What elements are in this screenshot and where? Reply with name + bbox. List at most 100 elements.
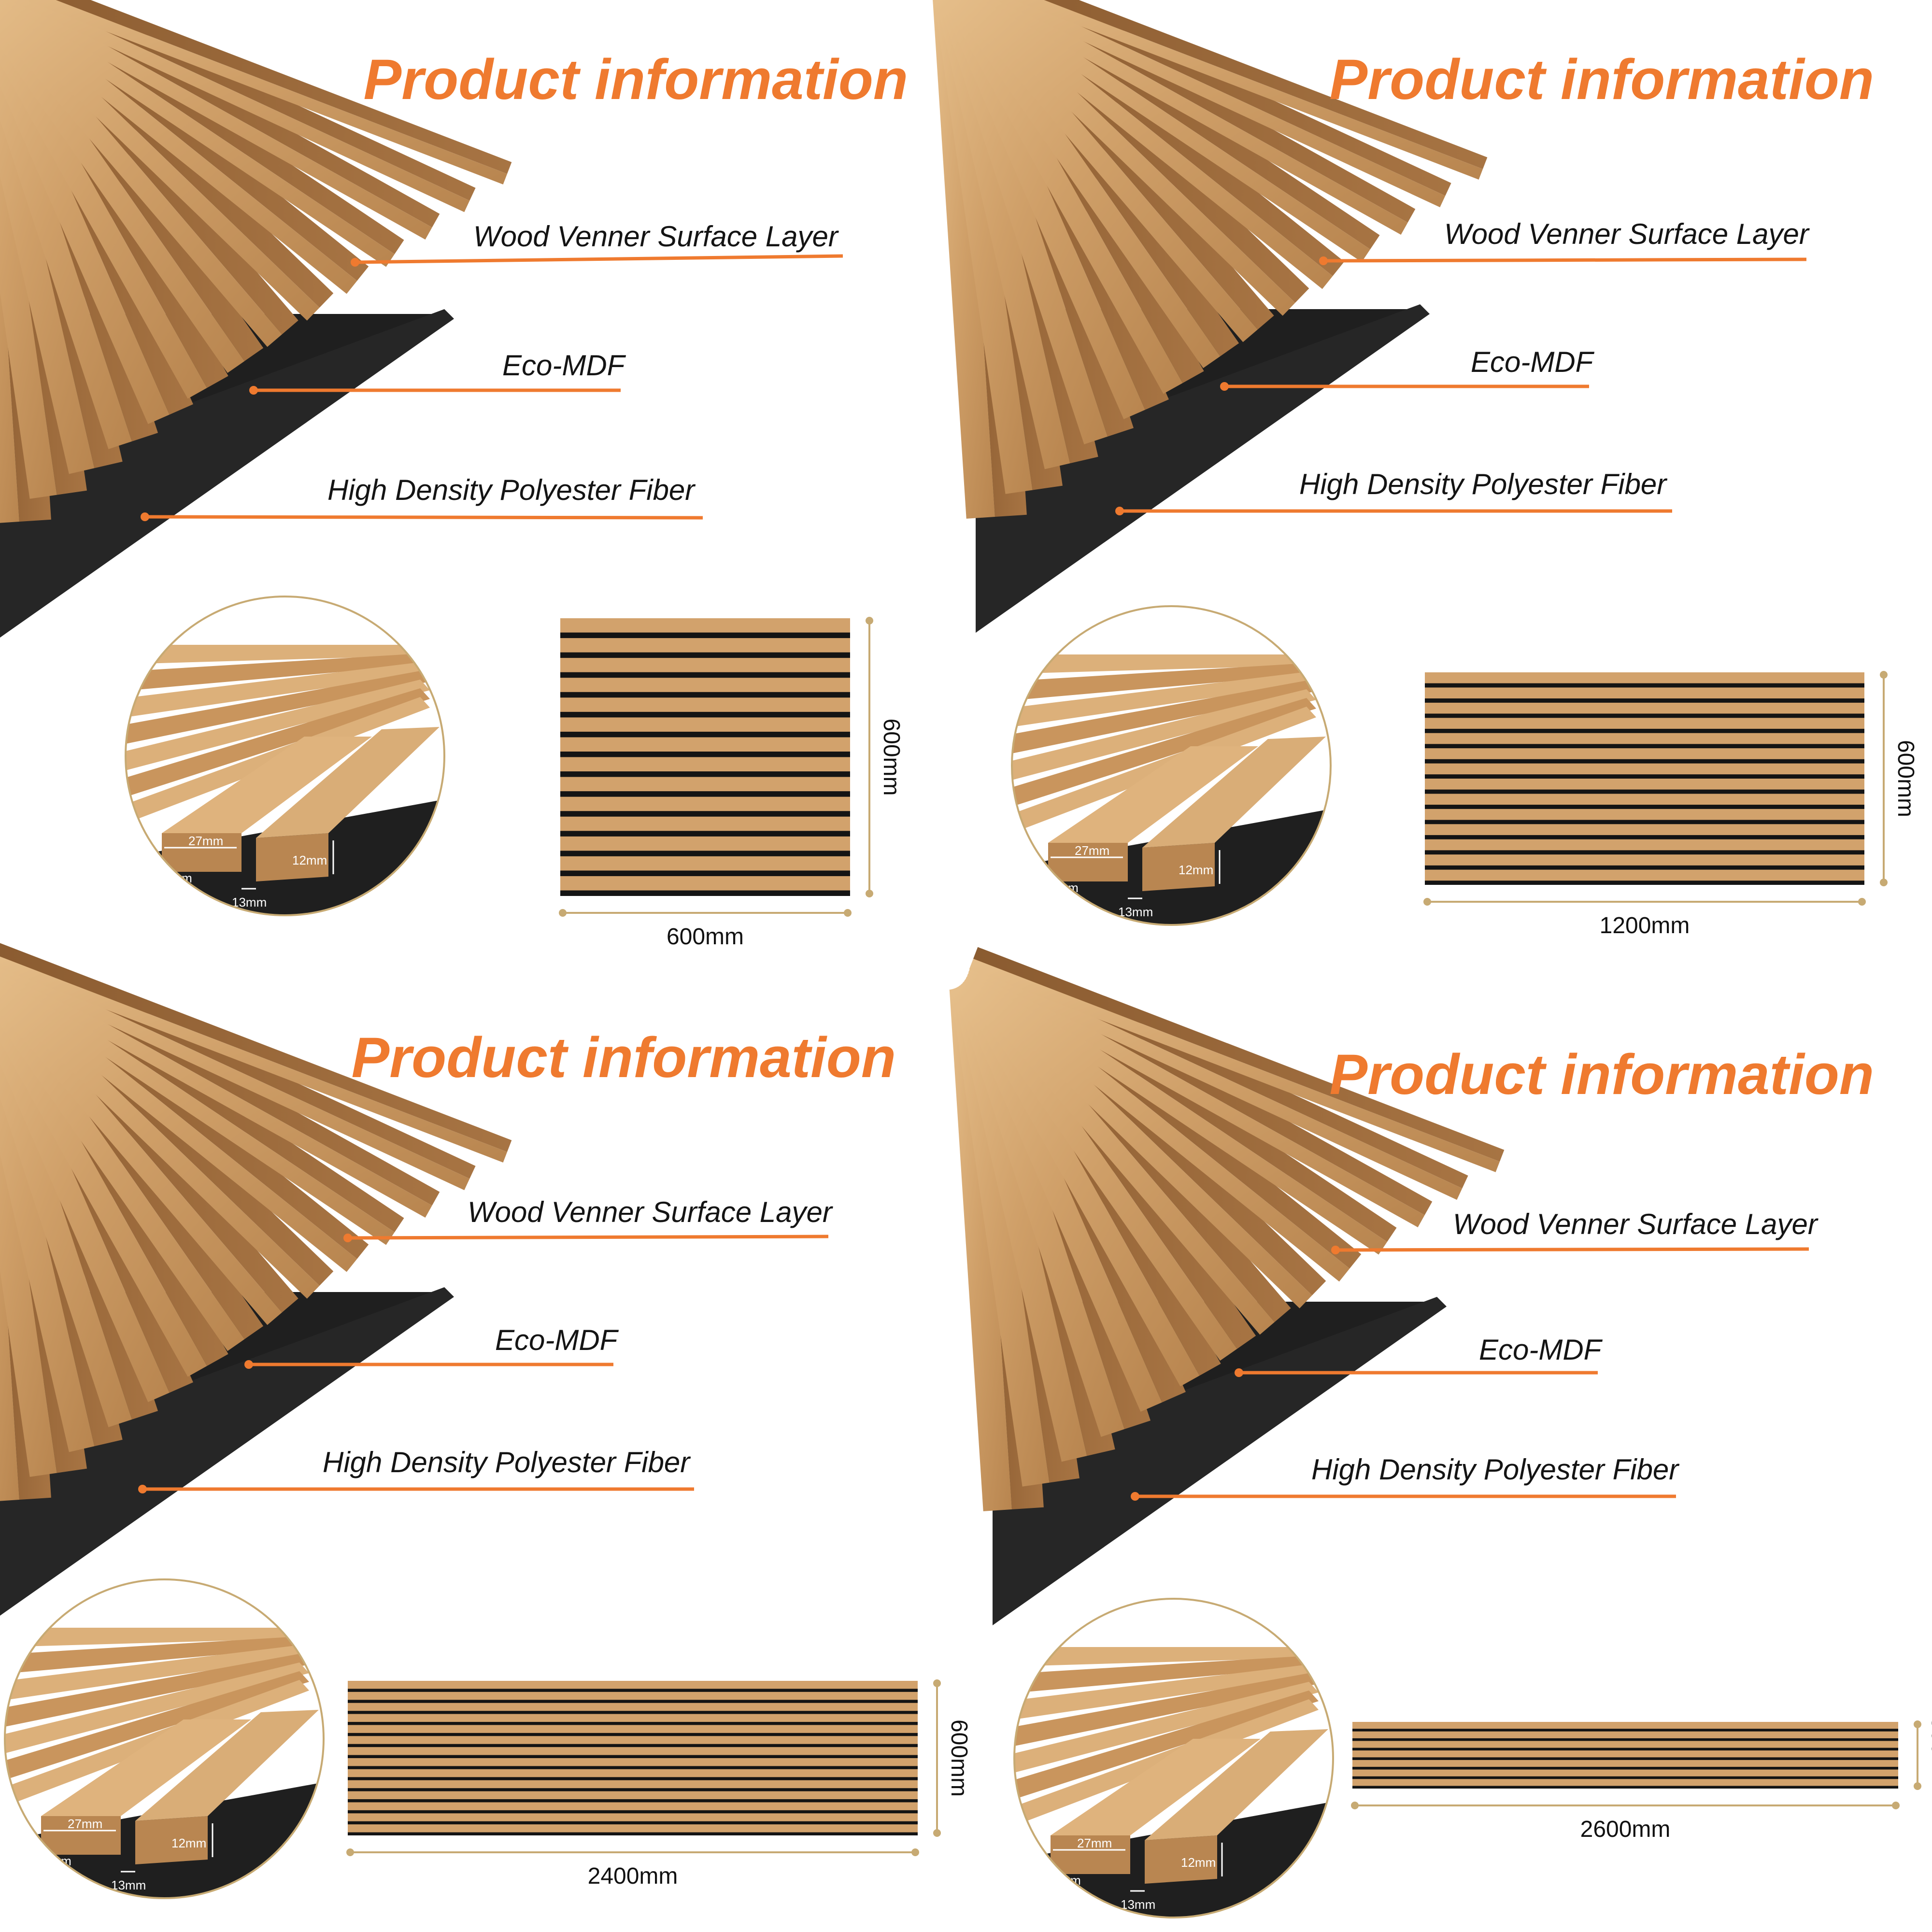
layer-callouts: Wood Venner Surface Layer Eco-MDF High D… xyxy=(1115,218,1810,515)
slat-top xyxy=(967,963,1425,1228)
slat-side xyxy=(56,0,512,174)
panel-title: Product information xyxy=(363,48,908,112)
detail-circle-border xyxy=(4,1578,325,1899)
panel-groove xyxy=(348,1821,918,1825)
detail-slat xyxy=(1014,1647,1319,1666)
slat-top xyxy=(955,979,1162,1412)
slat-side xyxy=(25,0,440,227)
detail-slat xyxy=(1012,663,1316,700)
slat-top-face xyxy=(1145,1729,1328,1840)
layer-leader-surface xyxy=(355,254,843,264)
slat-top xyxy=(934,0,1033,494)
slat-top xyxy=(936,0,1070,469)
slat-side xyxy=(973,947,1505,1162)
panel-groove xyxy=(1425,805,1864,809)
panel-groove xyxy=(560,692,850,698)
panel-height-label: 300mm xyxy=(1927,1717,1932,1794)
panel-groove xyxy=(1425,698,1864,703)
detail-slat xyxy=(126,680,430,770)
slat-top xyxy=(955,0,1295,316)
detail-slat xyxy=(5,1628,309,1647)
panel-groove xyxy=(348,1722,918,1725)
slat-top xyxy=(951,0,1258,342)
panel-width-label: 2400mm xyxy=(588,1863,678,1889)
layer-leader-dot xyxy=(141,512,149,521)
layer-leader-dot xyxy=(244,1360,253,1369)
panel-groove xyxy=(348,1788,918,1791)
panel-groove xyxy=(1352,1729,1898,1732)
slat-profile xyxy=(1145,1835,1217,1884)
panel-groove xyxy=(1425,728,1864,733)
panel-groove xyxy=(560,831,850,837)
detail-circle-border xyxy=(1011,605,1332,926)
quadrant-1: Product information Wood Venner Surface … xyxy=(0,0,908,950)
layer-callouts: Wood Venner Surface Layer Eco-MDF High D… xyxy=(1131,1208,1818,1501)
panel-title: Product information xyxy=(1329,48,1874,112)
slat-side xyxy=(0,943,512,1152)
layer-label-surface: Wood Venner Surface Layer xyxy=(1444,218,1810,250)
slat-top xyxy=(943,0,1183,394)
detail-slat xyxy=(5,1654,309,1727)
slat-side xyxy=(1044,0,1488,169)
panel-groove xyxy=(1425,789,1864,794)
slat-top xyxy=(953,981,1125,1437)
slat-top xyxy=(0,972,357,1272)
detail-slat xyxy=(126,662,430,717)
panel-groove xyxy=(348,1810,918,1814)
panel-height-label: 600mm xyxy=(946,1719,972,1797)
detail-slat xyxy=(1012,681,1316,753)
detail-slat xyxy=(1014,1673,1319,1746)
detail-slat xyxy=(1012,672,1316,727)
panel-groove xyxy=(1425,865,1864,870)
hero-slats-illustration xyxy=(0,943,512,1616)
slat-top-face xyxy=(256,727,440,838)
panel-groove xyxy=(560,652,850,658)
slat-top-face xyxy=(1051,1739,1261,1835)
felt-backing-edge xyxy=(993,1297,1447,1625)
slat-top-face xyxy=(1048,746,1258,843)
detail-label-spacing: 13mm xyxy=(1118,905,1153,919)
panel-groove xyxy=(1425,683,1864,688)
panel-groove xyxy=(560,811,850,817)
layer-label-surface: Wood Venner Surface Layer xyxy=(473,220,839,253)
panel-groove xyxy=(1352,1757,1898,1760)
layer-callouts: Wood Venner Surface Layer Eco-MDF High D… xyxy=(138,1196,833,1493)
slat-top xyxy=(949,988,1012,1511)
layer-leader-dot xyxy=(1319,256,1328,265)
slat-profile xyxy=(135,1816,208,1864)
detail-label-width: 27mm xyxy=(1075,843,1109,858)
slat-top xyxy=(952,983,1087,1462)
slat-top-face xyxy=(41,1719,251,1816)
panel-groove xyxy=(348,1755,918,1758)
panel-groove xyxy=(1425,881,1864,885)
slat-top xyxy=(0,968,395,1245)
slat-profile xyxy=(41,1816,121,1855)
panel-groove xyxy=(560,672,850,678)
detail-label-spacing: 13mm xyxy=(111,1878,146,1892)
panel-width-label: 2600mm xyxy=(1580,1817,1671,1842)
panel-groove xyxy=(1425,774,1864,779)
layer-label-fiber: High Density Polyester Fiber xyxy=(1299,468,1667,500)
panel-height-label: 600mm xyxy=(879,718,904,796)
layer-leader-fiber xyxy=(144,515,703,520)
detail-label-thickness: 12mm xyxy=(1179,863,1213,877)
panel-title: Product information xyxy=(351,1026,896,1090)
layer-leader-dot xyxy=(1131,1492,1139,1501)
slat-top xyxy=(968,961,1463,1200)
detail-label-width: 27mm xyxy=(68,1817,102,1831)
slat-top xyxy=(0,964,432,1218)
slat-top xyxy=(24,0,507,185)
layer-leader-dot xyxy=(1115,507,1124,515)
slat-top xyxy=(1012,0,1483,180)
panel-groove xyxy=(348,1766,918,1769)
panel-groove xyxy=(560,890,850,896)
layer-leader-dot xyxy=(1220,382,1229,391)
layer-leader-surface xyxy=(1335,1247,1809,1252)
slat-top xyxy=(0,956,507,1163)
slat-top xyxy=(964,967,1350,1282)
detail-slat xyxy=(1014,1664,1319,1719)
